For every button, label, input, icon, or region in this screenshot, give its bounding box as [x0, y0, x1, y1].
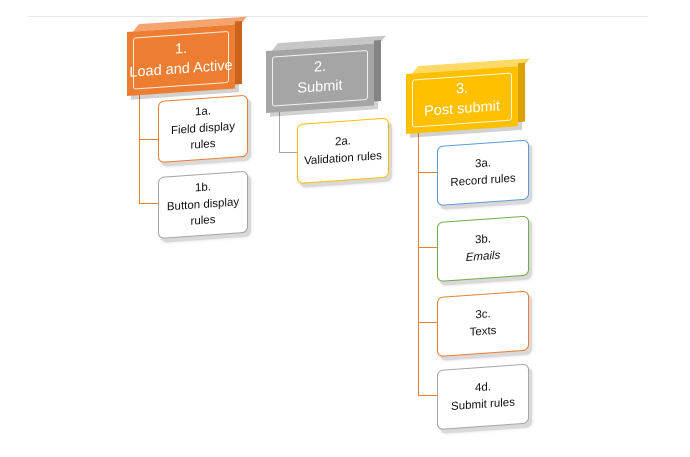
node-1a-label: Field display rules [171, 120, 235, 153]
group-3-title: Post submit [424, 98, 500, 120]
node-4d: 4d. Submit rules [437, 363, 529, 430]
connector-3c [418, 247, 439, 323]
group-2-title: Submit [297, 77, 343, 97]
group-1-title: Load and Active [129, 57, 233, 81]
group-2-header: 2. Submit [266, 35, 386, 113]
connector-3a [418, 125, 439, 173]
top-divider [28, 16, 648, 17]
node-3b: 3b. Emails [437, 215, 529, 282]
group-3-header: 3. Post submit [406, 58, 530, 134]
node-1a: 1a. Field display rules [158, 94, 248, 163]
node-1a-number: 1a. [195, 105, 211, 119]
node-3a-label: Record rules [450, 172, 516, 190]
connector-1b [139, 139, 160, 204]
node-3c-number: 3c. [475, 308, 491, 322]
node-2a-number: 2a. [335, 135, 351, 149]
node-1b-label: Button display rules [166, 195, 240, 229]
group-1-header: 1. Load and Active [127, 16, 247, 96]
node-3b-number: 3b. [475, 233, 491, 247]
connector-3b [418, 172, 439, 248]
connector-4d [418, 322, 439, 396]
node-2a-label: Validation rules [304, 150, 382, 168]
node-3a-number: 3a. [475, 157, 491, 171]
connector-2a [279, 104, 298, 153]
node-1b: 1b. Button display rules [158, 170, 248, 239]
node-4d-number: 4d. [475, 381, 491, 395]
node-3b-label: Emails [465, 249, 501, 264]
node-2a: 2a. Validation rules [297, 117, 389, 184]
node-3a: 3a. Record rules [437, 139, 529, 206]
connector-1a [139, 80, 160, 140]
node-3c: 3c. Texts [437, 290, 529, 357]
group-2-number: 2. [313, 59, 327, 77]
group-1-number: 1. [174, 41, 188, 59]
node-1b-number: 1b. [195, 181, 211, 195]
node-3c-label: Texts [469, 324, 497, 339]
node-4d-label: Submit rules [451, 396, 515, 414]
group-3-number: 3. [455, 81, 469, 98]
